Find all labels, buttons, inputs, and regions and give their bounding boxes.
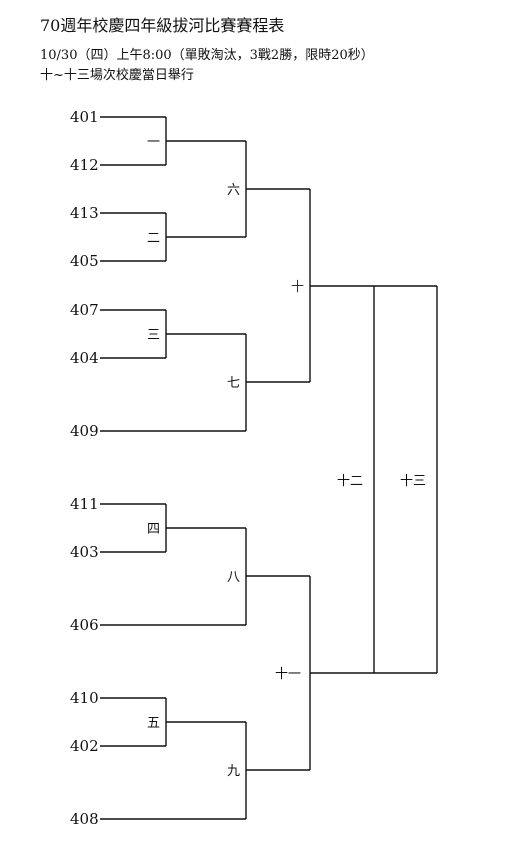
team-label: 411 xyxy=(70,495,99,513)
match-label-11: 十一 xyxy=(275,667,301,682)
team-label: 403 xyxy=(70,543,99,561)
match-5-connector xyxy=(165,698,246,746)
team-label: 410 xyxy=(70,689,99,707)
match-label-13: 十三 xyxy=(400,474,426,489)
schedule-subtitle: 10/30（四）上午8:00（單敗淘汰，3戰2勝，限時20秒） xyxy=(40,48,374,63)
team-label: 405 xyxy=(70,252,99,270)
round2-connectors xyxy=(245,141,310,819)
team-label: 412 xyxy=(70,156,99,174)
match-3-connector xyxy=(165,310,246,358)
match-label-1: 一 xyxy=(147,135,160,150)
match-label-5: 五 xyxy=(147,716,160,731)
match-9-connector xyxy=(245,722,310,819)
team-label: 406 xyxy=(70,616,99,634)
match-label-8: 八 xyxy=(227,570,240,585)
match-label-9: 九 xyxy=(227,764,240,779)
team-label: 409 xyxy=(70,422,99,440)
team-label: 402 xyxy=(70,737,99,755)
match-2-connector xyxy=(165,213,246,261)
match-label-3: 三 xyxy=(147,328,160,343)
match-label-6: 六 xyxy=(227,183,240,198)
match-6-connector xyxy=(245,141,310,237)
team-label: 404 xyxy=(70,349,99,367)
schedule-note: 十~十三場次校慶當日舉行 xyxy=(40,68,194,83)
match-1-connector xyxy=(165,117,246,165)
team-labels: 401 412 413 405 407 404 409 411 403 406 … xyxy=(70,108,99,828)
match-labels: 一 二 三 四 五 六 七 八 九 十 十一 十二 十三 xyxy=(147,135,426,779)
team-lines xyxy=(100,116,246,820)
match-label-7: 七 xyxy=(227,376,240,391)
match-8-connector xyxy=(245,528,310,625)
team-label: 413 xyxy=(70,204,99,222)
team-label: 401 xyxy=(70,108,99,126)
match-7-connector xyxy=(245,334,310,431)
match-label-2: 二 xyxy=(147,231,160,246)
match-label-10: 十 xyxy=(291,280,304,295)
final-connectors xyxy=(373,286,438,673)
match-label-4: 四 xyxy=(147,522,160,537)
round1-connectors xyxy=(165,117,246,746)
team-label: 407 xyxy=(70,301,99,319)
match-label-12: 十二 xyxy=(337,474,363,489)
team-label: 408 xyxy=(70,810,99,828)
match-4-connector xyxy=(165,504,246,552)
page-title: 70週年校慶四年級拔河比賽賽程表 xyxy=(40,16,285,35)
